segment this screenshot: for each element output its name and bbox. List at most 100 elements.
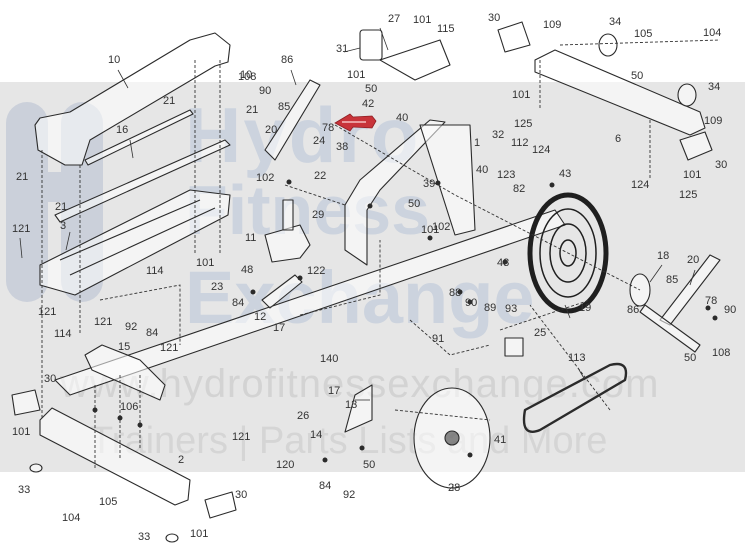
part-label-113: 113 [568,352,586,364]
part-label-38: 38 [336,141,348,153]
part-33-leveler [165,533,179,543]
part-label-23: 23 [211,281,223,293]
part-label-82: 82 [513,183,525,195]
part-34-wheel [598,33,618,57]
part-label-125: 125 [514,118,532,130]
part-label-17: 17 [328,385,340,397]
part-label-50: 50 [365,83,377,95]
part-30-endcap [679,131,713,161]
part-label-121: 121 [12,223,30,235]
part-label-92: 92 [343,489,355,501]
part-label-16: 16 [116,124,128,136]
part-3-base-frame [39,189,231,296]
part-label-125: 125 [679,189,697,201]
part-30-endcap [204,491,237,519]
part-label-101: 101 [347,69,365,81]
part-label-40: 40 [396,112,408,124]
part-10-handlebar [34,32,231,166]
part-11-motor [264,224,311,263]
part-label-78: 78 [322,122,334,134]
part-label-14: 14 [310,429,322,441]
part-33-leveler [29,463,43,473]
part-label-114: 114 [54,328,72,340]
part-label-39: 39 [423,178,435,190]
part-label-108: 108 [712,347,730,359]
part-113-belt [522,362,628,433]
part-label-30: 30 [715,159,727,171]
part-label-121: 121 [38,306,56,318]
part-label-85: 85 [666,274,678,286]
part-label-101: 101 [196,257,214,269]
part-label-21: 21 [55,201,67,213]
part-label-41: 41 [494,434,506,446]
part-13-crank [344,384,373,433]
part-label-48: 48 [241,264,253,276]
part-label-104: 104 [62,512,80,524]
part-25-bracket [504,337,524,357]
part-label-21: 21 [163,95,175,107]
part-label-106: 106 [120,401,138,413]
part-label-109: 109 [704,115,722,127]
part-label-102: 102 [256,172,274,184]
part-label-17: 17 [273,322,285,334]
part-label-84: 84 [232,297,244,309]
part-2-front-stabilizer [39,407,191,506]
part-label-122: 122 [307,265,325,277]
part-label-121: 121 [160,342,178,354]
part-label-32: 32 [492,129,504,141]
part-label-105: 105 [634,28,652,40]
part-label-101: 101 [12,426,30,438]
part-12-idler-arm [261,274,303,309]
part-label-24: 24 [313,135,325,147]
part-label-90: 90 [724,304,736,316]
part-16-rail [84,109,194,166]
part-label-21: 21 [16,171,28,183]
part-label-10: 10 [240,69,252,81]
leader-lines [19,27,696,490]
part-label-90: 90 [259,85,271,97]
part-label-101: 101 [683,169,701,181]
part-label-84: 84 [146,327,158,339]
part-label-27: 27 [388,13,400,25]
part-label-115: 115 [437,23,455,35]
part-label-3: 3 [60,220,66,232]
part-label-42: 42 [362,98,374,110]
part-label-121: 121 [232,431,250,443]
part-label-10: 10 [108,54,120,66]
part-label-34: 34 [708,81,720,93]
part-label-93: 93 [505,303,517,315]
part-34-wheel [677,83,697,107]
part-label-50: 50 [363,459,375,471]
part-label-33: 33 [18,484,30,496]
part-label-50: 50 [631,70,643,82]
part-label-18: 18 [657,250,669,262]
part-label-108: 108 [238,71,256,83]
part-label-101: 101 [413,14,431,26]
part-label-50: 50 [684,352,696,364]
part-label-20: 20 [265,124,277,136]
part-label-78: 78 [705,295,717,307]
part-label-6: 6 [615,133,621,145]
part-19-fan-wheel [527,192,609,314]
part-label-86: 86 [281,54,293,66]
part-label-88: 88 [449,287,461,299]
part-label-31: 31 [336,43,348,55]
part-label-101: 101 [421,224,439,236]
part-label-109: 109 [543,19,561,31]
part-label-112: 112 [511,137,529,149]
part-label-124: 124 [631,179,649,191]
part-label-104: 104 [703,27,721,39]
part-label-30: 30 [235,489,247,501]
part-label-123: 123 [497,169,515,181]
part-86-crank-bar [639,304,701,353]
part-15-arm [84,344,166,401]
hardware-fasteners [92,179,718,463]
part-label-34: 34 [609,16,621,28]
part-label-19: 19 [579,302,591,314]
part-label-13: 13 [345,399,357,411]
part-label-33: 33 [138,531,150,543]
part-20-link-left [264,79,321,161]
